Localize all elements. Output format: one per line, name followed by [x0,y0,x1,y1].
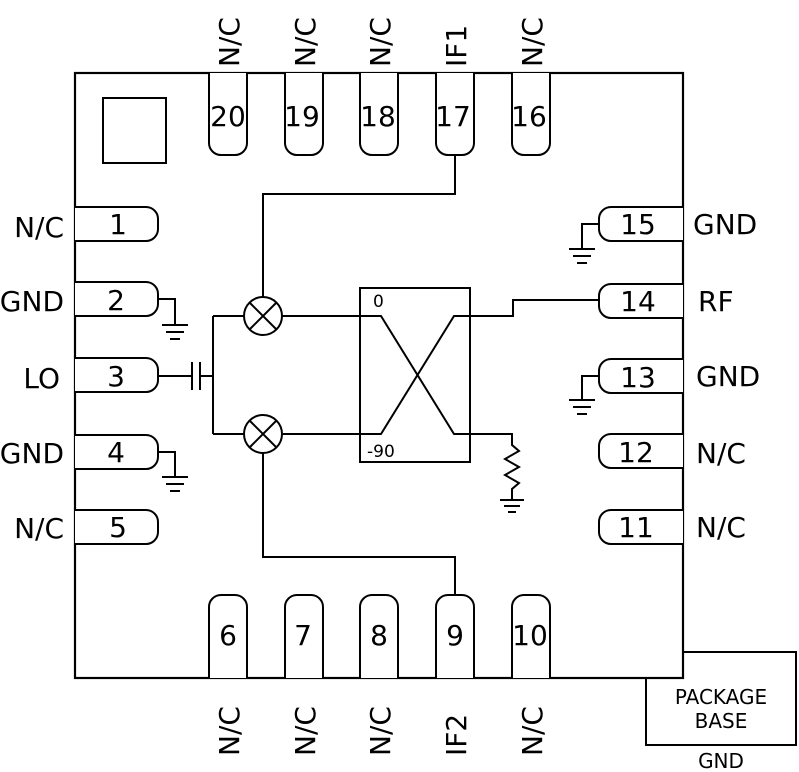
hybrid-port-minus90: -90 [367,442,395,462]
pin-16-label: N/C [516,17,549,67]
pin-6-label: N/C [213,706,246,756]
pin-19: 19 N/C [284,17,324,156]
ground-symbol-pin2 [158,298,188,340]
pin-12: 12 N/C [598,433,746,470]
pin-10-number: 10 [512,619,548,652]
pin-1: 1 N/C [14,206,159,244]
pin-7-number: 7 [294,619,312,652]
pin-7-label: N/C [289,706,322,756]
pin-12-label: N/C [696,437,746,470]
pin-8-number: 8 [370,619,388,652]
ground-symbol-pin4 [158,451,188,492]
pin-5-number: 5 [109,511,127,544]
hybrid-port-0: 0 [373,292,384,312]
pin-15-number: 15 [620,208,656,241]
pin-3-number: 3 [107,360,125,393]
pin-18-label: N/C [364,17,397,67]
pin-17: 17 IF1 [435,25,475,156]
quadrature-hybrid: 0 -90 [359,287,471,463]
pin-16: 16 N/C [511,17,551,156]
termination-resistor [470,433,524,513]
pin-5-label: N/C [14,512,64,545]
pin-14-label: RF [698,285,734,318]
pin-11: 11 N/C [598,509,746,545]
pin-13-number: 13 [620,361,656,394]
pin-2-label: GND [0,285,64,318]
mixer-1 [243,296,283,336]
pin-9-number: 9 [446,619,464,652]
pin-1-label: N/C [14,211,64,244]
pin-19-label: N/C [289,17,322,67]
pin-20-label: N/C [213,17,246,67]
pin-7: 7 N/C [284,594,324,756]
pin-2-number: 2 [107,284,125,317]
pin-4: 4 GND [0,434,159,470]
pin-20-number: 20 [210,100,246,133]
pin-13: 13 GND [598,358,760,394]
pin-15: 15 GND [598,206,757,242]
package-base-line2: BASE [695,709,748,733]
pin-6-number: 6 [219,619,237,652]
ground-symbol-pin13 [569,375,599,415]
pin-6: 6 N/C [208,594,248,756]
pin-3: 3 LO [23,357,159,395]
pin-11-label: N/C [696,511,746,544]
mixer-2 [243,414,283,454]
pin-14-number: 14 [620,285,656,318]
lo-capacitor [158,362,213,390]
pin1-marker [102,97,167,164]
pin-10: 10 N/C [511,594,551,756]
pin-14: 14 RF [598,283,734,319]
rf-wire [470,299,599,317]
pin-9-label: IF2 [440,714,473,756]
pin-11-number: 11 [618,511,654,544]
pin-17-number: 17 [435,100,471,133]
ground-symbol-pin15 [569,223,599,264]
pin-10-label: N/C [516,706,549,756]
pin-4-number: 4 [107,436,125,469]
pin-17-label: IF1 [440,25,473,67]
pin-20: 20 N/C [208,17,248,156]
pin-13-label: GND [696,360,760,393]
pin-8: 8 N/C [359,594,399,756]
pin-18: 18 N/C [359,17,399,156]
pin-9: 9 IF2 [435,594,475,756]
pin-19-number: 19 [284,100,320,133]
pin-3-label: LO [23,362,60,395]
if2-wire [262,453,456,595]
package-base-gnd: GND [698,749,744,772]
pin-5: 5 N/C [14,509,159,545]
package-base: PACKAGE BASE GND [645,651,797,772]
pin-12-number: 12 [618,436,654,469]
pin-4-label: GND [0,437,64,470]
pin-15-label: GND [693,208,757,241]
pin-18-number: 18 [360,100,396,133]
pin-8-label: N/C [364,706,397,756]
pin-1-number: 1 [109,208,127,241]
package-base-line1: PACKAGE [675,685,767,709]
if1-wire [262,155,456,297]
pin-2: 2 GND [0,281,159,318]
pin-16-number: 16 [511,100,547,133]
